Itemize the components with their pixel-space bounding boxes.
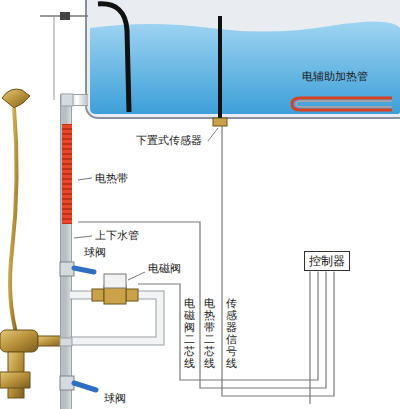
leader-line (74, 128, 218, 280)
wire-label: 电热带二芯线 (204, 298, 215, 371)
signal-wire (78, 126, 334, 404)
wire-label: 传感器信号线 (226, 298, 237, 371)
water-tank (86, 0, 400, 126)
heating-band (62, 124, 72, 224)
shower-fixture (0, 89, 64, 398)
sensor-rod (218, 16, 222, 120)
node-text: 控制器 (309, 254, 345, 268)
part-label: 电磁阀 (148, 262, 181, 275)
part-label: 球阀 (104, 392, 126, 405)
part-label: 球阀 (84, 246, 106, 259)
inlet-tube (98, 4, 129, 112)
heater-tube (292, 98, 392, 110)
ball-valve (60, 262, 94, 276)
ball-valve (60, 376, 96, 390)
part-label: 下置式传感器 (136, 134, 202, 147)
sensor-base (213, 118, 227, 126)
wire-label: 电磁阀二芯线 (184, 298, 195, 371)
cable-clip (60, 12, 70, 20)
controller-box: 控制器 (304, 251, 350, 271)
part-label: 电热带 (95, 172, 128, 185)
part-label: 电辅助加热管 (302, 70, 368, 83)
part-label: 上下水管 (95, 229, 139, 242)
